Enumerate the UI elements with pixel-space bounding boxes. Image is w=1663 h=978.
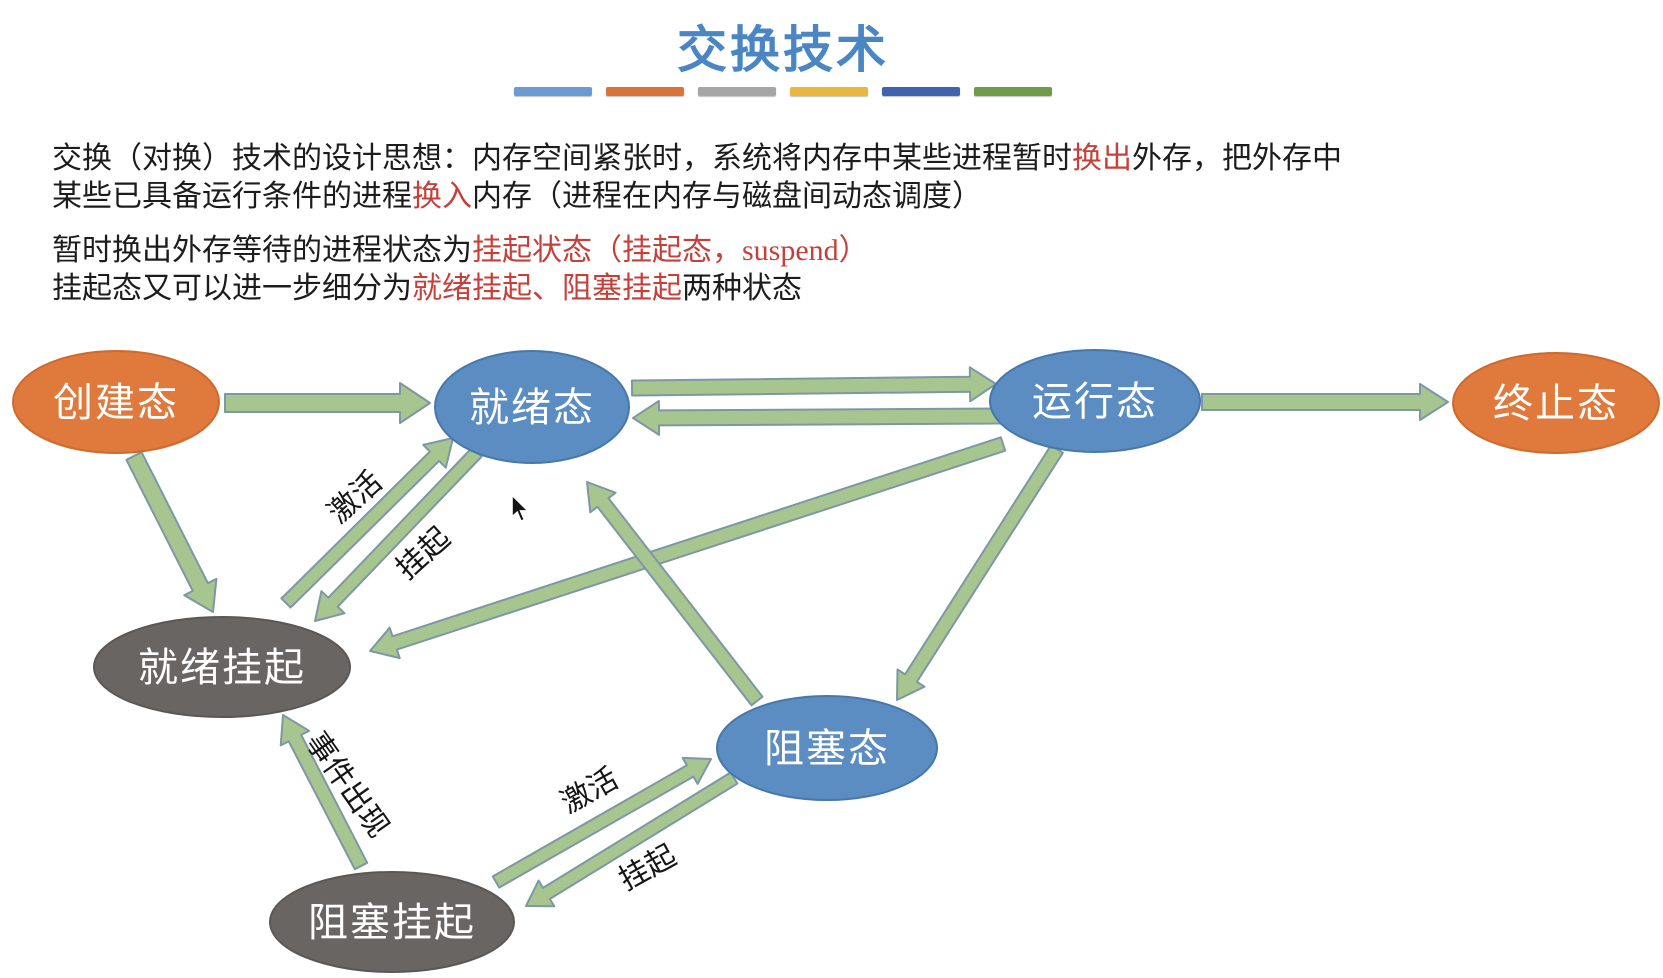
text-line: 暂时换出外存等待的进程状态为挂起状态（挂起态，suspend）	[52, 232, 1632, 270]
node-running-state	[989, 349, 1201, 453]
highlighted-text-segment: 换入	[412, 180, 472, 213]
arrow-ready-suspend-to-ready-state	[280, 437, 454, 609]
arrow-blocked-state-to-ready-state	[586, 481, 764, 707]
arrow-create-state-to-ready-suspend	[125, 451, 218, 613]
highlighted-text-segment: 就绪挂起、阻塞挂起	[412, 272, 682, 305]
arrow-running-state-to-blocked-state	[896, 444, 1064, 701]
text-segment: 某些已具备运行条件的进程	[52, 180, 412, 213]
arrow-blocked-state-to-blocked-suspend	[525, 771, 739, 908]
node-label-ready-state: 就绪态	[469, 385, 595, 430]
text-segment: 挂起态又可以进一步细分为	[52, 272, 412, 305]
node-label-blocked-suspend: 阻塞挂起	[308, 900, 476, 945]
arrow-ready-state-to-ready-suspend	[314, 446, 483, 622]
node-ready-state	[434, 350, 630, 464]
text-segment: 交换（对换）技术的设计思想：内存空间紧张时，系统将内存中某些进程暂时	[52, 142, 1072, 175]
arrow-blocked-suspend-to-blocked-state	[491, 756, 712, 889]
text-segment: 内存（进程在内存与磁盘间动态调度）	[472, 180, 982, 213]
title-bar-1	[514, 87, 592, 96]
text-line: 挂起态又可以进一步细分为就绪挂起、阻塞挂起两种状态	[52, 270, 1632, 308]
title-bar-6	[974, 87, 1052, 96]
node-create-state	[12, 350, 220, 454]
intro-paragraph-1: 交换（对换）技术的设计思想：内存空间紧张时，系统将内存中某些进程暂时换出外存，把…	[52, 140, 1632, 216]
node-label-blocked-state: 阻塞态	[764, 726, 890, 771]
arrow-running-state-to-ready-suspend	[369, 436, 1007, 660]
arrow-create-state-to-ready-state	[224, 382, 431, 424]
title-bar-4	[790, 87, 868, 96]
arrow-blocked-suspend-to-ready-suspend	[279, 714, 369, 871]
page-title: 交换技术	[677, 22, 889, 78]
node-terminate-state	[1452, 352, 1660, 454]
title-underline-bars	[514, 87, 1052, 96]
intro-text: 交换（对换）技术的设计思想：内存空间紧张时，系统将内存中某些进程暂时换出外存，把…	[52, 140, 1632, 324]
node-label-ready-suspend: 就绪挂起	[138, 645, 306, 690]
node-label-create-state: 创建态	[53, 380, 179, 425]
arrow-running-state-to-terminate-state	[1201, 383, 1449, 421]
node-label-running-state: 运行态	[1032, 379, 1158, 424]
node-blocked-suspend	[269, 871, 515, 973]
title-bar-3	[698, 87, 776, 96]
intro-paragraph-2: 暂时换出外存等待的进程状态为挂起状态（挂起态，suspend）挂起态又可以进一步…	[52, 232, 1632, 308]
node-label-terminate-state: 终止态	[1493, 381, 1619, 426]
text-line: 某些已具备运行条件的进程换入内存（进程在内存与磁盘间动态调度）	[52, 178, 1632, 216]
highlighted-text-segment: 换出	[1072, 142, 1132, 175]
text-line: 交换（对换）技术的设计思想：内存空间紧张时，系统将内存中某些进程暂时换出外存，把…	[52, 140, 1632, 178]
mouse-cursor-icon	[511, 494, 530, 523]
highlighted-text-segment: 挂起状态（挂起态，suspend）	[472, 234, 869, 267]
arrow-running-state-to-ready-state	[632, 399, 1001, 436]
title-bar-2	[606, 87, 684, 96]
text-segment: 暂时换出外存等待的进程状态为	[52, 234, 472, 267]
arrow-ready-state-to-running-state	[630, 366, 997, 403]
text-segment: 外存，把外存中	[1132, 142, 1342, 175]
text-segment: 两种状态	[682, 272, 802, 305]
title-bar-5	[882, 87, 960, 96]
node-blocked-state	[716, 695, 938, 801]
node-ready-suspend	[93, 616, 351, 718]
